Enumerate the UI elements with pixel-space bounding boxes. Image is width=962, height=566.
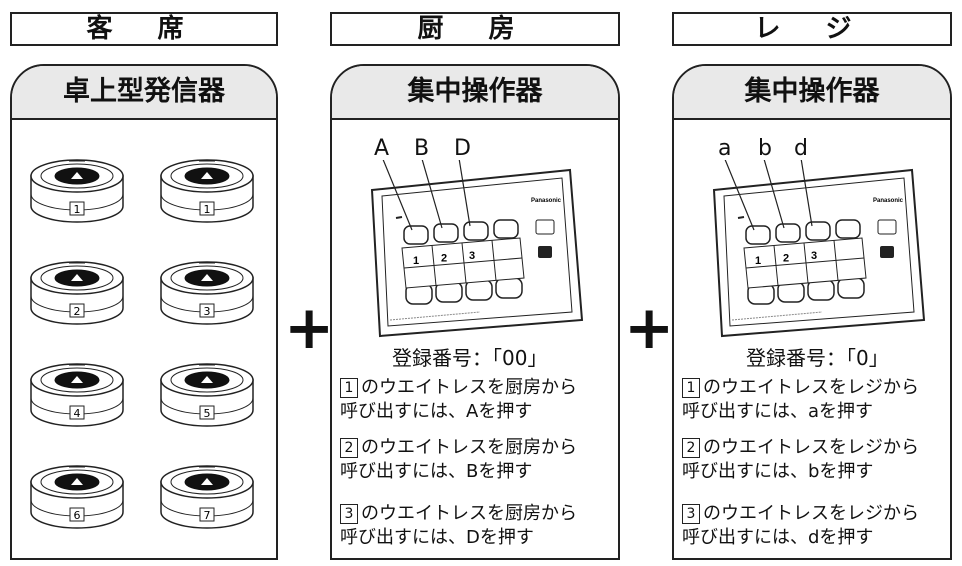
instruction-text: 呼び出すには、Aを押す — [340, 401, 533, 422]
transmitter-puck: 7 — [160, 465, 254, 529]
puck-number: 7 — [204, 509, 211, 522]
instruction-text: 呼び出すには、bを押す — [682, 461, 874, 482]
button-label-a: A — [374, 136, 390, 161]
controller-key-number: 2 — [441, 253, 447, 265]
number-box: 2 — [682, 438, 700, 458]
transmitter-puck: 5 — [160, 363, 254, 427]
button-label-b: B — [414, 136, 430, 161]
transmitter-puck: 6 — [30, 465, 124, 529]
controller-button — [775, 223, 801, 243]
header-kitchen: 厨 房 — [330, 12, 620, 46]
instruction-text: 呼び出すには、aを押す — [682, 401, 874, 422]
transmitter-puck: 1 — [160, 159, 254, 223]
registration-number: 登録番号：「0」 — [746, 346, 889, 370]
puck-number: 1 — [204, 203, 211, 216]
puck-number: 2 — [74, 305, 81, 318]
registration-number: 登録番号：「00」 — [392, 346, 548, 370]
instruction-text: のウエイトレスを厨房から — [361, 377, 577, 398]
puck-number: 4 — [74, 407, 81, 420]
panel-title: 集中操作器 — [674, 66, 950, 120]
panel-title: 集中操作器 — [332, 66, 618, 120]
plus-icon: + — [624, 293, 675, 363]
transmitter-puck: 4 — [30, 363, 124, 427]
instruction-text: のウエイトレスを厨房から — [361, 503, 577, 524]
controller-button — [745, 225, 771, 245]
instruction-text: 呼び出すには、Dを押す — [340, 527, 534, 548]
instruction-text: のウエイトレスをレジから — [703, 377, 919, 398]
return-button — [538, 246, 552, 258]
return-button — [880, 246, 894, 258]
puck-number: 3 — [204, 305, 211, 318]
header-register: レ ジ — [672, 12, 952, 46]
instruction-text: 呼び出すには、Bを押す — [340, 461, 533, 482]
button-label-a: a — [718, 136, 732, 161]
puck-number: 5 — [204, 407, 211, 420]
transmitter-grid: 1 1 2 3 4 5 6 7 — [30, 159, 254, 529]
number-box: 3 — [340, 504, 358, 524]
number-box: 1 — [682, 378, 700, 398]
controller-button — [805, 221, 831, 241]
number-box: 2 — [340, 438, 358, 458]
instruction-text: のウエイトレスをレジから — [703, 503, 919, 524]
controller-button — [835, 219, 861, 239]
controller-device-illustration: Panasonic 1 2 3 — [370, 160, 584, 338]
puck-number: 6 — [74, 509, 81, 522]
button-label-d: D — [454, 136, 471, 161]
controller-button — [403, 225, 429, 245]
panel-tabletop-transmitter: 卓上型発信器 1 1 2 3 4 5 6 7 — [10, 64, 278, 560]
puck-number: 1 — [74, 203, 81, 216]
controller-button — [837, 277, 865, 299]
instruction-text: のウエイトレスを厨房から — [361, 437, 577, 458]
button-label-d: d — [794, 136, 808, 161]
instruction-text: のウエイトレスをレジから — [703, 437, 919, 458]
number-box: 3 — [682, 504, 700, 524]
transmitter-puck: 3 — [160, 261, 254, 325]
controller-button — [493, 219, 519, 239]
panel-title: 卓上型発信器 — [12, 66, 276, 120]
brand-logo: Panasonic — [531, 198, 562, 204]
transmitter-puck: 1 — [30, 159, 124, 223]
instruction-text: 呼び出すには、dを押す — [682, 527, 874, 548]
controller-device-illustration: Panasonic 1 2 3 — [712, 160, 926, 338]
controller-key-number: 2 — [783, 253, 789, 265]
plus-icon: + — [284, 293, 335, 363]
button-label-b: b — [758, 136, 772, 161]
controller-key-number: 3 — [469, 250, 475, 262]
controller-button — [495, 277, 523, 299]
controller-key-number: 1 — [413, 255, 419, 267]
header-seat: 客 席 — [10, 12, 278, 46]
controller-button — [463, 221, 489, 241]
controller-button — [433, 223, 459, 243]
number-box: 1 — [340, 378, 358, 398]
brand-logo: Panasonic — [873, 198, 904, 204]
controller-key-number: 3 — [811, 250, 817, 262]
controller-key-number: 1 — [755, 255, 761, 267]
transmitter-puck: 2 — [30, 261, 124, 325]
